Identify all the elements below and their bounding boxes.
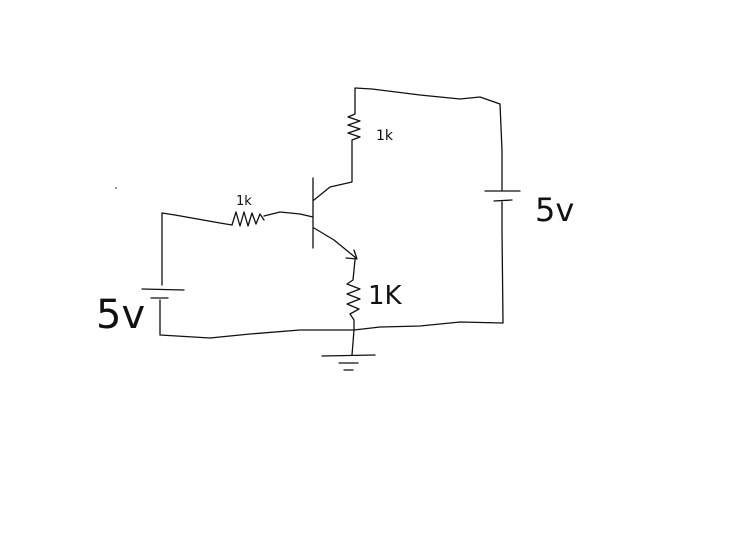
collector-resistor-label: 1k [376, 128, 394, 144]
right-wire-bottom [353, 201, 504, 331]
right-battery-label: 5v [535, 191, 574, 229]
top-wire [354, 87, 503, 191]
emitter-lead [313, 227, 357, 259]
left-battery-label: 5v [96, 292, 145, 338]
emitter-resistor [346, 259, 361, 331]
base-resistor-label: 1k [236, 194, 252, 209]
base-wire [161, 212, 233, 226]
collector-lead [313, 149, 353, 201]
left-wire-bottom [159, 299, 355, 339]
collector-resistor [347, 107, 361, 151]
right-battery-short-plate [493, 199, 513, 202]
emitter-arrow [345, 249, 358, 260]
emitter-resistor-label: 1K [368, 281, 403, 311]
left-battery-long-plate [141, 288, 185, 291]
ground-symbol [321, 354, 376, 371]
base-wire-right [263, 211, 314, 218]
base-resistor [231, 211, 265, 227]
stray-dot [115, 187, 117, 189]
ground-wire [351, 329, 355, 356]
